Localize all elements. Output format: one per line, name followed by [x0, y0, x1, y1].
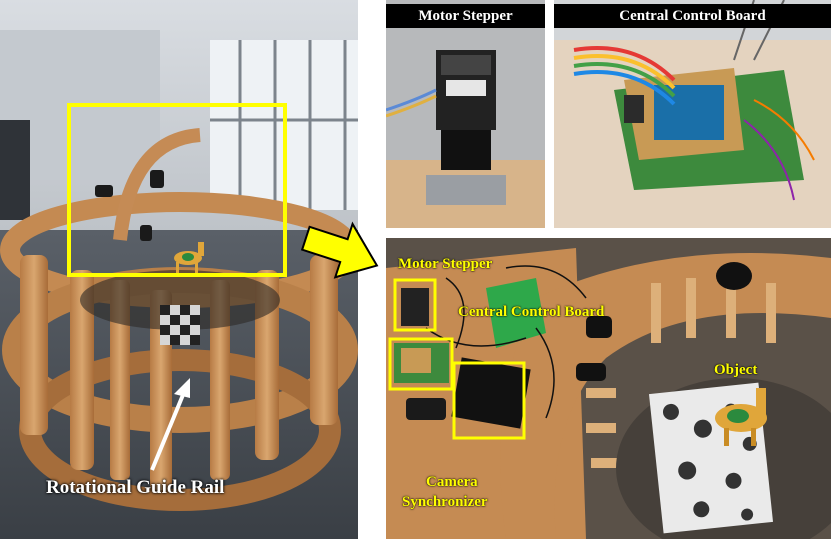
motor-stepper-box [393, 278, 437, 332]
motor-stepper-panel: Motor Stepper [386, 0, 545, 228]
rotational-guide-rail-label: Rotational Guide Rail [46, 477, 225, 498]
control-board-header: Central Control Board [554, 4, 831, 28]
detail-photo-scene [386, 238, 831, 539]
detail-label-motor-stepper: Motor Stepper [398, 256, 493, 272]
control-board-panel: Central Control Board [554, 0, 831, 228]
camera-synchronizer-box [452, 361, 526, 440]
detail-label-object: Object [714, 362, 758, 378]
control-board-box [388, 337, 454, 391]
main-photo: Rotational Guide Rail [0, 0, 358, 539]
detail-photo: Motor Stepper Central Control Board Obje… [386, 238, 831, 539]
highlight-box [67, 103, 287, 277]
control-board-photo [554, 0, 831, 228]
annotation-arrow [150, 389, 187, 471]
detail-label-synchronizer: Synchronizer [402, 494, 488, 510]
motor-stepper-header: Motor Stepper [386, 4, 545, 28]
pointer-arrow [300, 221, 379, 279]
main-photo-scene [0, 0, 358, 539]
motor-stepper-photo [386, 0, 545, 228]
detail-label-camera: Camera [426, 474, 478, 490]
detail-label-control-board: Central Control Board [458, 304, 605, 320]
